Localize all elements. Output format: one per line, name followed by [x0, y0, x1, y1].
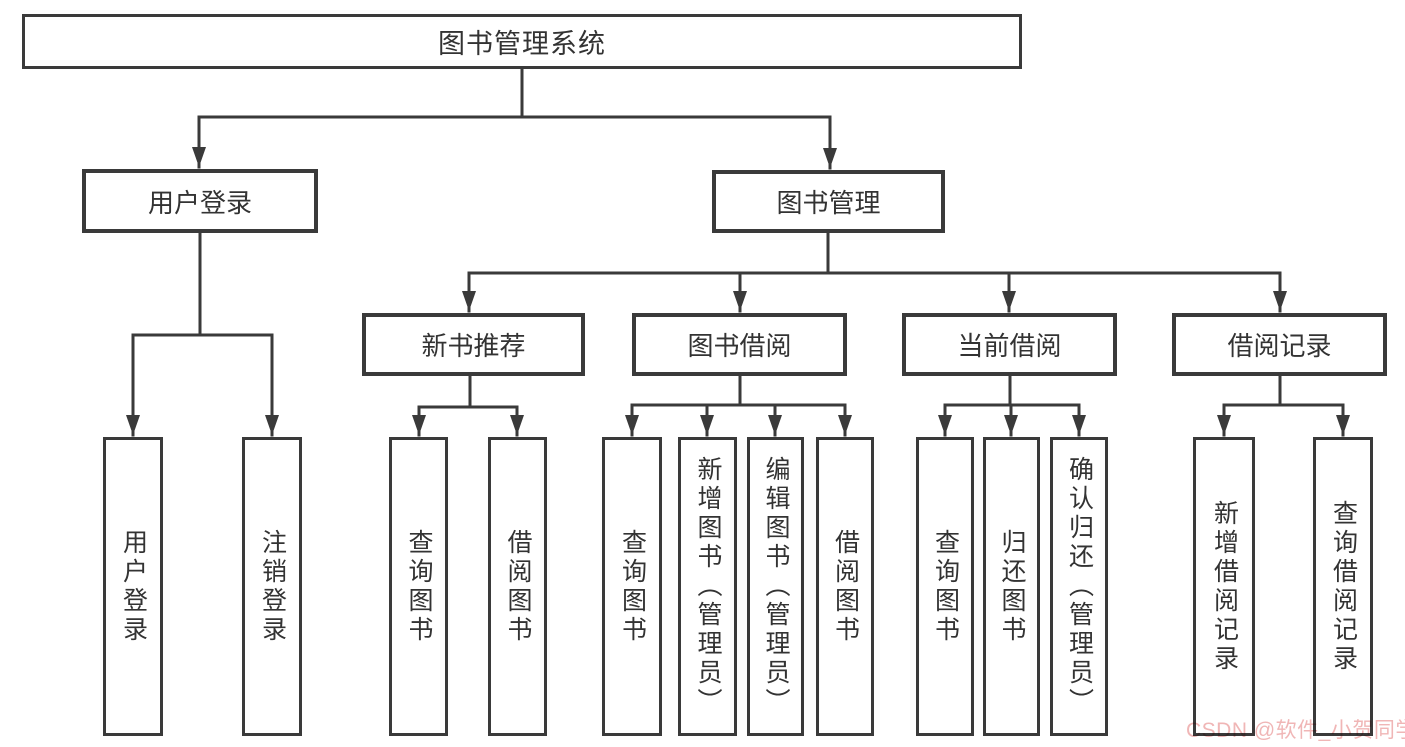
connector-user-login: [131, 231, 274, 337]
leaf-return-book: 归还图书: [983, 437, 1040, 736]
node-new-book-rec: 新书推荐: [362, 313, 585, 376]
node-book-borrow: 图书借阅: [632, 313, 847, 376]
connector-book-mgmt: [467, 231, 1282, 275]
leaf-borrow-book-1: 借阅图书: [488, 437, 547, 736]
leaf-user-login: 用户登录: [103, 437, 163, 736]
leaf-edit-book-admin: 编辑图书（管理员）: [747, 437, 804, 736]
connector-new-book-rec: [417, 374, 519, 409]
leaf-query-book-1: 查询图书: [389, 437, 448, 736]
leaf-add-borrow-record: 新增借阅记录: [1193, 437, 1255, 736]
node-borrow-record: 借阅记录: [1172, 313, 1387, 376]
leaf-confirm-return-admin: 确认归还（管理员）: [1050, 437, 1108, 736]
node-user-login: 用户登录: [82, 169, 318, 233]
leaf-query-book-3: 查询图书: [916, 437, 974, 736]
node-system-root: 图书管理系统: [22, 14, 1022, 69]
node-current-borrow: 当前借阅: [902, 313, 1117, 376]
connector-book-borrow: [630, 374, 847, 407]
csdn-watermark: CSDN @软件_小贺同学: [1186, 719, 1405, 742]
connector-current-borrow: [943, 374, 1081, 407]
connector-root: [197, 67, 832, 119]
leaf-query-borrow-record: 查询借阅记录: [1313, 437, 1373, 736]
leaf-add-book-admin: 新增图书（管理员）: [678, 437, 737, 736]
leaf-borrow-book-2: 借阅图书: [816, 437, 874, 736]
leaf-logout: 注销登录: [242, 437, 302, 736]
node-book-mgmt: 图书管理: [712, 170, 945, 233]
connector-borrow-record: [1222, 374, 1345, 407]
leaf-query-book-2: 查询图书: [602, 437, 662, 736]
